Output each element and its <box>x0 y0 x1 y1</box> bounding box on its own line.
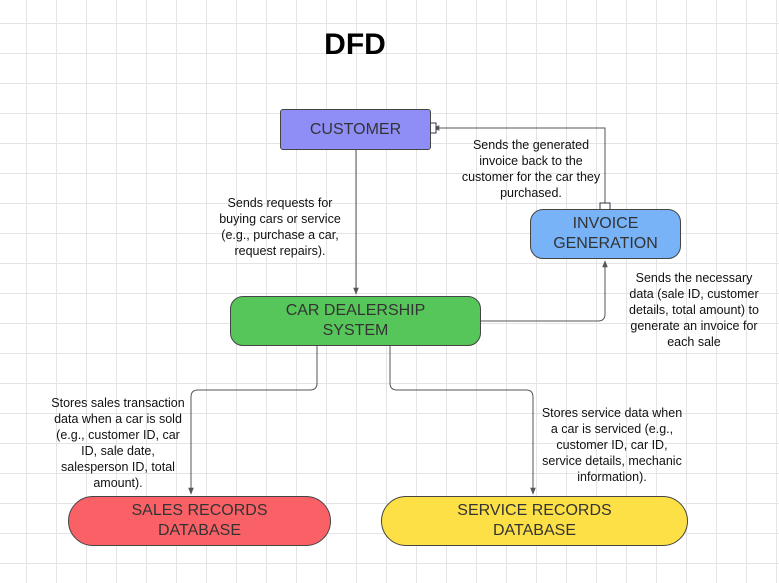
diagram-title: DFD <box>324 28 386 61</box>
edge-system-to-invoice <box>481 260 608 322</box>
edge-label-customer-to-system: Sends requests for buying cars or servic… <box>219 196 341 258</box>
edge-label-system-to-service: Stores service data when a car is servic… <box>541 406 683 484</box>
node-invoice-generation[interactable]: INVOICE GENERATION <box>530 209 681 259</box>
node-car-dealership-system[interactable]: CAR DEALERSHIP SYSTEM <box>230 296 481 346</box>
edge-label-invoice-to-customer: Sends the generated invoice back to the … <box>461 138 601 200</box>
node-sales-records-database[interactable]: SALES RECORDS DATABASE <box>68 496 331 546</box>
edge-label-system-to-invoice: Sends the necessary data (sale ID, custo… <box>629 271 759 349</box>
edge-invoice-to-customer <box>432 125 606 209</box>
node-customer[interactable]: CUSTOMER <box>280 109 431 150</box>
edge-system-to-service <box>389 346 536 495</box>
edge-label-system-to-sales: Stores sales transaction data when a car… <box>51 396 185 490</box>
edge-system-to-sales <box>188 346 318 495</box>
node-service-records-database[interactable]: SERVICE RECORDS DATABASE <box>381 496 688 546</box>
